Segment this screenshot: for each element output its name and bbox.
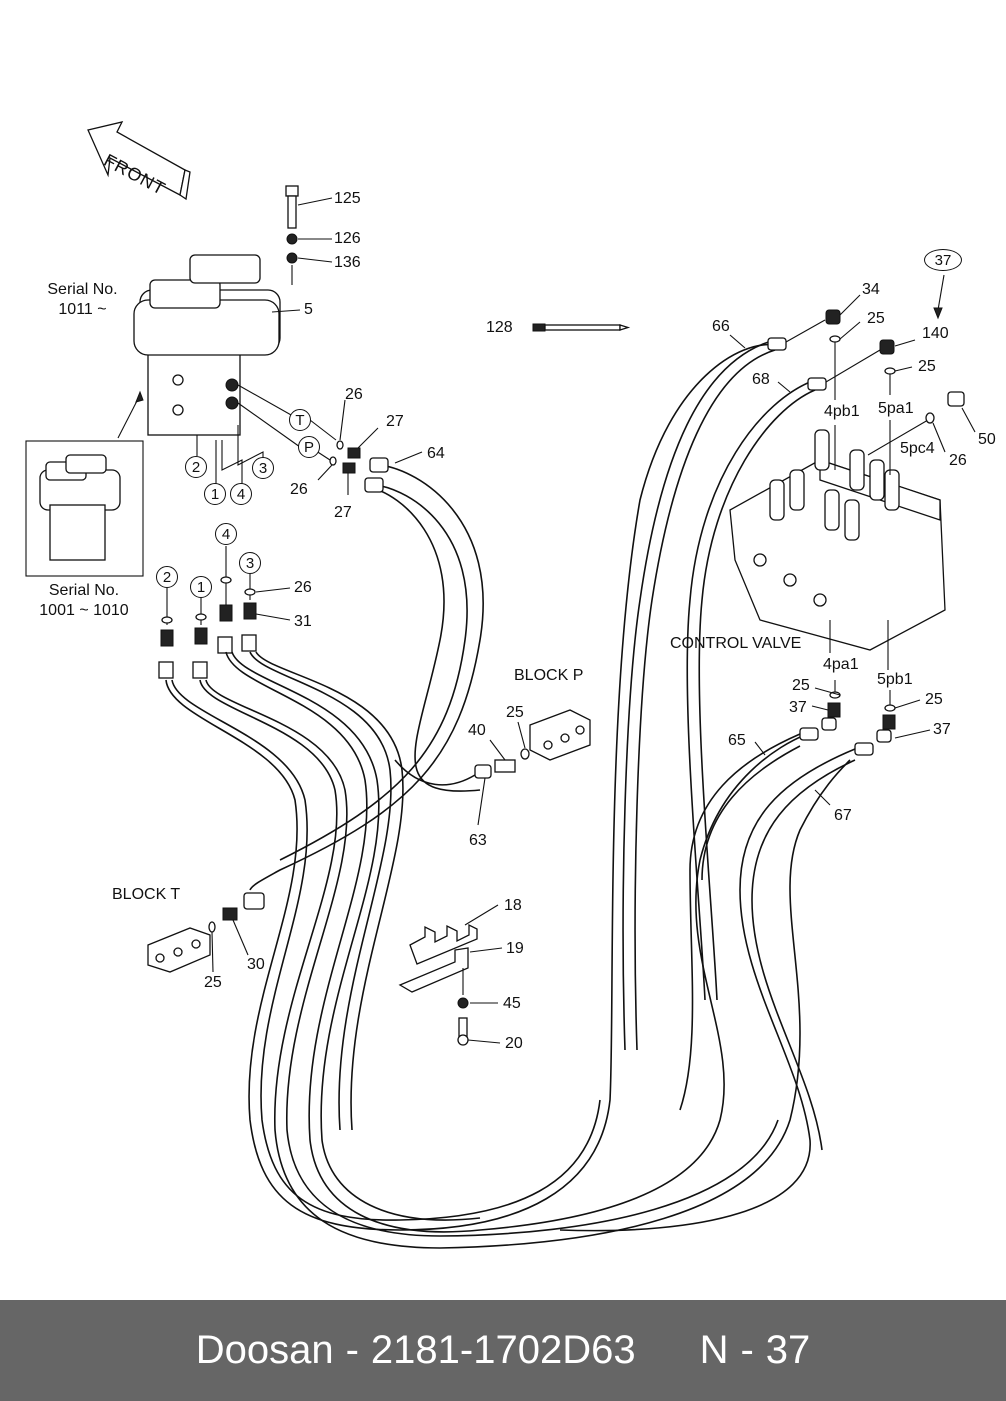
part-label-140: 140 bbox=[922, 325, 949, 342]
footer-brand: Doosan bbox=[195, 1328, 334, 1372]
part-label-25-lower-a: 25 bbox=[792, 677, 810, 694]
part-label-5: 5 bbox=[304, 301, 313, 318]
port-marker-3: 3 bbox=[252, 457, 274, 479]
port-marker-2-lower: 2 bbox=[156, 566, 178, 588]
hoses-66-68 bbox=[622, 274, 945, 1051]
footer-page-prefix: N bbox=[699, 1328, 729, 1372]
inset-box bbox=[25, 440, 144, 577]
part-label-126: 126 bbox=[334, 230, 361, 247]
part-label-27-upper: 27 bbox=[386, 413, 404, 430]
part-label-125: 125 bbox=[334, 190, 361, 207]
port-label-5pb1: 5pb1 bbox=[877, 671, 913, 688]
part-label-50: 50 bbox=[978, 431, 996, 448]
port-label-4pb1: 4pb1 bbox=[824, 403, 860, 420]
cable-tie-128 bbox=[532, 323, 631, 332]
port-label-4pa1: 4pa1 bbox=[823, 656, 859, 673]
part-label-18: 18 bbox=[504, 897, 522, 914]
part-label-30: 30 bbox=[247, 956, 265, 973]
part-label-25-upper-b: 25 bbox=[918, 358, 936, 375]
part-label-26-upper: 26 bbox=[345, 386, 363, 403]
part-label-25-block-p: 25 bbox=[506, 704, 524, 721]
hose-63 bbox=[394, 721, 530, 826]
part-label-68: 68 bbox=[752, 371, 770, 388]
port-marker-2: 2 bbox=[185, 456, 207, 478]
part-label-26-pilot: 26 bbox=[294, 579, 312, 596]
part-label-66: 66 bbox=[712, 318, 730, 335]
part-label-40: 40 bbox=[468, 722, 486, 739]
footer-bar: Doosan - 2181-1702D63 N - 37 bbox=[0, 1300, 1006, 1401]
front-arrow-icon bbox=[87, 121, 191, 201]
port-marker-1-lower: 1 bbox=[190, 576, 212, 598]
bolt-125 bbox=[271, 185, 333, 313]
serial-bottom-line1: Serial No. bbox=[48, 582, 120, 599]
part-label-67: 67 bbox=[834, 807, 852, 824]
hydraulic-diagram bbox=[25, 121, 976, 1249]
part-label-26-valve: 26 bbox=[949, 452, 967, 469]
part-label-20: 20 bbox=[505, 1035, 523, 1052]
inset-pilot-valve bbox=[39, 454, 121, 561]
part-label-37-a: 37 bbox=[789, 699, 807, 716]
part-label-31: 31 bbox=[294, 613, 312, 630]
block-t-label: BLOCK T bbox=[112, 886, 181, 903]
part-label-136: 136 bbox=[334, 254, 361, 271]
part-label-128: 128 bbox=[486, 319, 513, 336]
port-marker-4-lower: 4 bbox=[215, 523, 237, 545]
block-t bbox=[147, 892, 265, 973]
hose-bundle-left bbox=[165, 343, 851, 1249]
clamp-18 bbox=[409, 904, 499, 965]
serial-top-line1: Serial No. bbox=[47, 281, 118, 298]
part-label-25-block-t: 25 bbox=[204, 974, 222, 991]
serial-bottom-line2: 1001 ~ 1010 bbox=[39, 602, 129, 619]
block-p bbox=[529, 709, 591, 761]
callout-ref-37: 37 bbox=[924, 249, 962, 271]
part-label-64: 64 bbox=[427, 445, 445, 462]
control-valve-label: CONTROL VALVE bbox=[670, 635, 802, 652]
port-marker-p: P bbox=[298, 436, 320, 458]
port-label-5pc4: 5pc4 bbox=[900, 440, 935, 457]
part-label-25-lower-b: 25 bbox=[925, 691, 943, 708]
control-valve bbox=[729, 391, 976, 670]
part-label-34: 34 bbox=[862, 281, 880, 298]
part-label-45: 45 bbox=[503, 995, 521, 1012]
footer-page-separator: - bbox=[740, 1328, 754, 1372]
lower-fittings bbox=[158, 546, 291, 679]
hoses-65-67 bbox=[559, 680, 931, 1232]
part-label-27-lower: 27 bbox=[334, 504, 352, 521]
footer-separator: - bbox=[345, 1328, 359, 1372]
bracket-19 bbox=[398, 947, 503, 1046]
port-marker-4: 4 bbox=[230, 483, 252, 505]
serial-top-line2: 1011 ~ bbox=[58, 301, 107, 318]
port-marker-1: 1 bbox=[204, 483, 226, 505]
footer-part-number: 2181-1702D63 bbox=[370, 1328, 636, 1372]
port-leaders bbox=[196, 425, 264, 485]
block-p-label: BLOCK P bbox=[514, 667, 584, 684]
part-label-19: 19 bbox=[506, 940, 524, 957]
part-label-25-upper-a: 25 bbox=[867, 310, 885, 327]
part-label-37-b: 37 bbox=[933, 721, 951, 738]
hose-64 bbox=[249, 451, 484, 891]
port-marker-t: T bbox=[289, 409, 311, 431]
port-marker-3-lower: 3 bbox=[239, 552, 261, 574]
pilot-valve bbox=[133, 254, 337, 461]
port-label-5pa1: 5pa1 bbox=[878, 400, 914, 417]
part-label-63: 63 bbox=[469, 832, 487, 849]
part-label-26-lower: 26 bbox=[290, 481, 308, 498]
footer-page-number: 37 bbox=[765, 1328, 811, 1372]
part-label-65: 65 bbox=[728, 732, 746, 749]
